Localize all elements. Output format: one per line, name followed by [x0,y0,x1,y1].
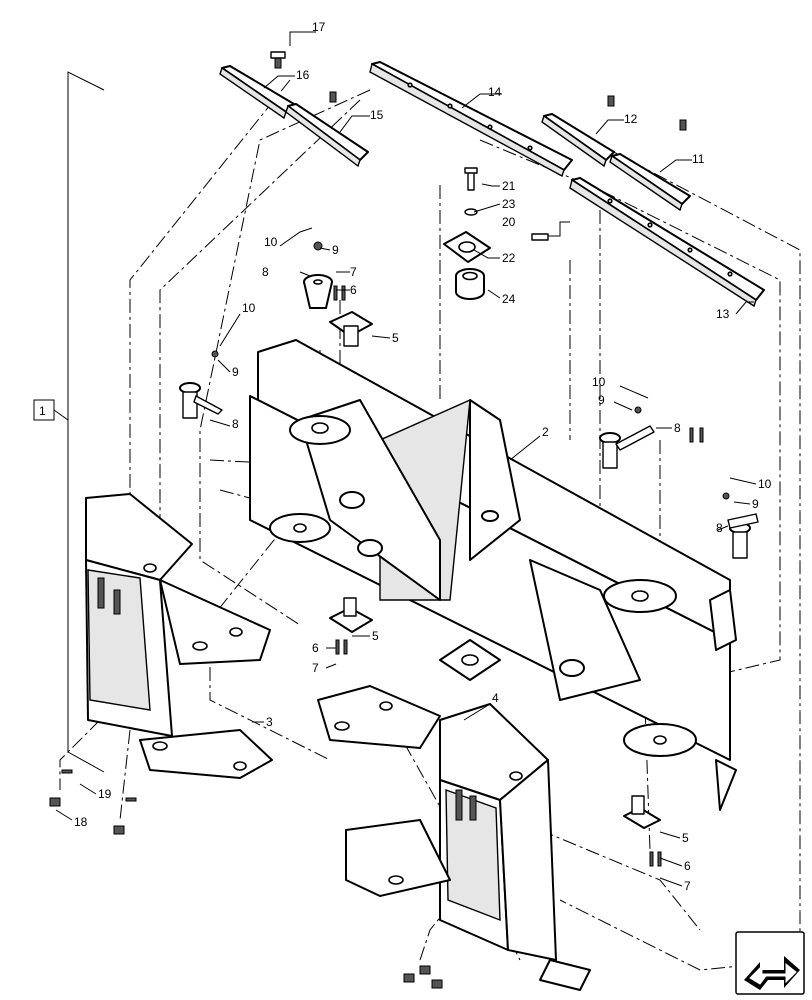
bolts-18-19 [49,769,443,989]
pad-5-upper [329,311,373,347]
callout-17: 17 [312,20,326,34]
bolt-17 [270,51,286,69]
blade-edge-13 [569,177,765,308]
callout-21: 21 [502,179,516,193]
callout-10-left: 10 [242,301,256,315]
callout-5-middle: 5 [372,629,379,643]
callout-9-far-right: 9 [752,497,759,511]
callout-8-far-right: 8 [716,521,723,535]
pin-8-right [599,425,655,469]
small-fasteners [211,241,730,867]
pin-8-far-right [727,513,759,559]
callout-24: 24 [502,292,516,306]
pad-5-middle [329,597,373,633]
callout-14: 14 [488,85,502,99]
callout-7-lower: 7 [684,879,691,893]
callout-23: 23 [502,197,516,211]
callout-5-top: 5 [392,331,399,345]
callout-5-lower: 5 [682,831,689,845]
callout-11: 11 [692,152,705,166]
callout-7-top: 7 [350,265,357,279]
callout-22: 22 [502,251,516,265]
callout-9-left: 9 [232,365,239,379]
next-page-arrow-icon[interactable] [735,931,805,995]
callout-20: 20 [502,215,516,229]
callout-9-right: 9 [598,393,605,407]
callout-9-top: 9 [332,243,339,257]
bolt-20 [531,233,549,241]
edge-piece-11 [609,153,691,212]
callout-19: 19 [98,787,112,801]
edge-bolt [607,95,615,107]
pad-5-lower [623,795,661,829]
callout-6-middle: 6 [312,641,319,655]
callout-8-left: 8 [232,417,239,431]
callout-13: 13 [716,307,730,321]
main-frame-2 [249,339,737,811]
callout-6-lower: 6 [684,859,691,873]
side-mount-3 [85,493,273,779]
callout-16: 16 [296,68,310,82]
callout-2: 2 [542,425,549,439]
edge-piece-16 [219,65,295,120]
callout-8-right: 8 [674,421,681,435]
callout-15: 15 [370,108,384,122]
flange-plate-22 [443,231,491,263]
callout-8-top: 8 [262,265,269,279]
callout-assembly: 1 [39,404,46,418]
callout-labels: 17 16 15 14 12 11 13 21 23 20 22 24 10 9… [74,20,772,893]
callout-4: 4 [492,691,499,705]
bolt-21 [464,167,478,191]
pin-8-upper [303,274,333,309]
callout-3: 3 [266,715,273,729]
bushing-24 [455,268,485,300]
callout-18: 18 [74,815,88,829]
callout-10-top: 10 [264,235,278,249]
pin-8-left [179,382,223,419]
edge-bolt [329,91,337,103]
callout-10-far-right: 10 [758,477,772,491]
edge-piece-12 [541,113,615,168]
edge-piece-15 [285,103,369,168]
side-mount-4 [317,685,591,991]
blade-edge-14 [369,61,573,178]
callout-10-right: 10 [592,375,606,389]
assembly-bracket: 1 [33,71,105,773]
callout-leaders [55,31,757,887]
edge-bolt [679,119,687,131]
callout-7-middle: 7 [312,661,319,675]
washer-23 [464,208,478,216]
callout-6-top: 6 [350,283,357,297]
callout-12: 12 [624,112,638,126]
